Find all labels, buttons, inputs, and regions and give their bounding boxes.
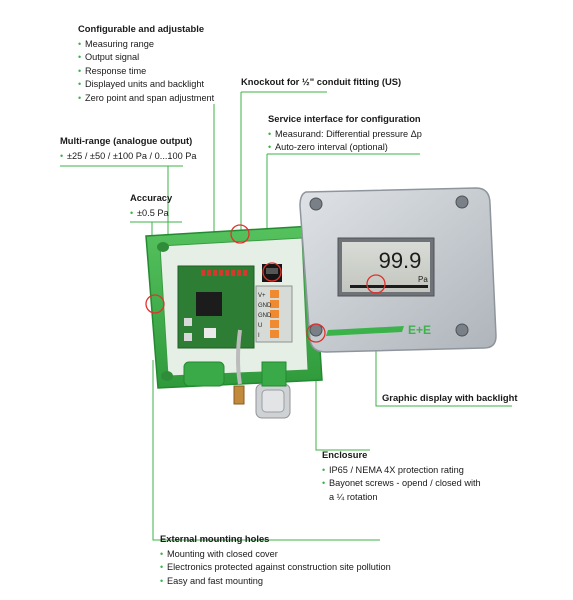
terminal-label: I [258, 333, 260, 339]
terminal-label: GND [258, 303, 272, 309]
list-item-continuation: a ¼ rotation [329, 491, 378, 502]
callout-configurable: Configurable and adjustable Measuring ra… [78, 22, 214, 106]
list-item: Easy and fast mounting [160, 575, 391, 589]
callout-knockout: Knockout for ½" conduit fitting (US) [241, 75, 401, 91]
knockout-marker [230, 224, 250, 244]
list-item: Response time [78, 65, 214, 79]
callout-heading: Accuracy [130, 192, 173, 203]
callout-heading: Enclosure [322, 449, 368, 460]
list-item: Mounting with closed cover [160, 548, 391, 562]
callout-multirange: Multi-range (analogue output) ±25 / ±50 … [60, 134, 197, 163]
bayonet-screw-marker [306, 323, 326, 343]
base-housing: V+ GND GND U I [145, 225, 323, 419]
list-item: Bayonet screws - opend / closed with [322, 477, 481, 491]
callout-heading: Knockout for ½" conduit fitting (US) [241, 76, 402, 87]
list-item: ±25 / ±50 / ±100 Pa / 0...100 Pa [60, 150, 197, 164]
callout-accuracy: Accuracy ±0.5 Pa [130, 191, 172, 220]
callout-heading: Service interface for configuration [268, 113, 421, 124]
callout-mounting-holes: External mounting holes Mounting with cl… [160, 532, 391, 588]
terminal-label: U [258, 323, 262, 329]
mounting-hole-marker [145, 294, 165, 314]
callout-heading: Configurable and adjustable [78, 23, 205, 34]
list-item: Measurand: Differential pressure Δp [268, 128, 422, 142]
callout-heading: Multi-range (analogue output) [60, 135, 193, 146]
callout-heading: External mounting holes [160, 533, 270, 544]
callout-graphic-display: Graphic display with backlight [382, 391, 517, 407]
display-value: 99.9 [379, 248, 422, 273]
list-item: ±0.5 Pa [130, 207, 172, 221]
list-item: Auto-zero interval (optional) [268, 141, 422, 155]
callout-service-interface: Service interface for configuration Meas… [268, 112, 422, 155]
service-interface-marker [262, 262, 282, 282]
brand-logo: E+E [408, 323, 431, 337]
callout-enclosure: Enclosure IP65 / NEMA 4X protection rati… [322, 448, 481, 504]
list-item: Electronics protected against constructi… [160, 561, 391, 575]
list-item: Output signal [78, 51, 214, 65]
list-item: Measuring range [78, 38, 214, 52]
list-item: IP65 / NEMA 4X protection rating [322, 464, 481, 478]
list-item: Zero point and span adjustment [78, 92, 214, 106]
list-item: Displayed units and backlight [78, 78, 214, 92]
callout-heading: Graphic display with backlight [382, 392, 518, 403]
front-cover: 99.9 Pa E+E [299, 187, 497, 353]
display-marker [366, 274, 386, 294]
terminal-label: GND [258, 313, 272, 319]
terminal-label: V+ [258, 293, 266, 299]
marker-circles [145, 224, 386, 343]
display-unit: Pa [418, 275, 428, 284]
